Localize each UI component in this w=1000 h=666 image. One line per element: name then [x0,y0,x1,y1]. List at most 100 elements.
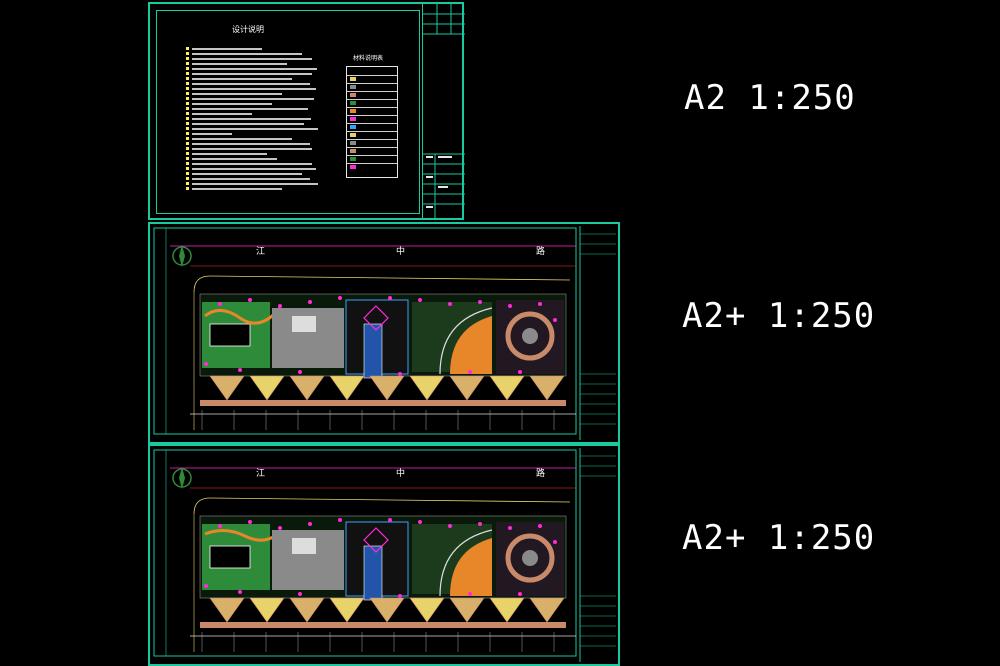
note-bullet [186,127,189,130]
tree-symbol [308,300,312,304]
diamond-feature [363,305,389,331]
note-line [192,158,277,160]
note-bullet [186,67,189,70]
note-bullet [186,142,189,145]
note-line [192,168,316,170]
legend-swatch [350,149,356,153]
note-line [192,128,318,130]
legend-row-line [347,99,397,100]
planting-bed [489,375,525,401]
road-label-char-1: 江 [256,247,266,257]
roundabout-center [522,328,538,344]
note-bullet [186,147,189,150]
note-bullet [186,177,189,180]
note-bullet [186,87,189,90]
legend-row-line [347,131,397,132]
drawing-sheet-plan-1[interactable]: 江 中 路 [148,222,620,444]
note-bullet [186,57,189,60]
site-boundary-curve [193,497,571,515]
legend-row-line [347,83,397,84]
fan-plaza [450,538,492,596]
note-bullet [186,137,189,140]
note-bullet [186,92,189,95]
planting-bed [449,375,485,401]
diamond-feature [363,527,389,553]
legend-row-line [347,75,397,76]
note-line [192,143,310,145]
road-label-char-2: 中 [396,469,406,479]
site-plan-drawing [153,448,616,662]
note-bullet [186,47,189,50]
garden-pool [209,323,251,347]
note-bullet [186,152,189,155]
planting-bed [209,375,245,401]
drawing-sheet-notes[interactable]: 设计说明 材料说明表 [148,2,465,220]
tree-symbol [508,304,512,308]
tree-symbol [538,524,542,528]
tree-symbol [238,368,242,372]
note-line [192,118,311,120]
tree-symbol [298,592,302,596]
sheet-1-scale-label: A2 1:250 [684,78,856,118]
legend-swatch [350,157,356,161]
tree-symbol [238,590,242,594]
note-bullet [186,52,189,55]
tree-symbol [448,302,452,306]
note-bullet [186,167,189,170]
sheet-2-scale-label: A2+ 1:250 [682,296,876,336]
tree-symbol [278,526,282,530]
note-line [192,153,267,155]
note-line [192,173,302,175]
legend-swatch [350,125,356,129]
garden-pool [209,545,251,569]
note-line [192,58,312,60]
note-bullet [186,62,189,65]
note-bullet [186,157,189,160]
inner-border [153,449,577,657]
note-bullet [186,162,189,165]
road-label-char-3: 路 [536,469,546,479]
tree-symbol [338,296,342,300]
note-bullet [186,132,189,135]
legend-swatch [350,77,356,81]
tree-symbol [388,518,392,522]
title-block [422,4,465,218]
note-bullet [186,112,189,115]
planting-bed [289,375,325,401]
title-block-grid [423,4,465,218]
tree-symbol [478,300,482,304]
legend-swatch [350,141,356,145]
sidewalk-band [200,622,566,628]
legend-swatch [350,93,356,97]
road-label-char-1: 江 [256,469,266,479]
tree-symbol [418,298,422,302]
note-bullet [186,117,189,120]
roundabout-ring [505,533,555,583]
note-line [192,178,310,180]
drawing-sheet-plan-2[interactable]: 江 中 路 [148,444,620,666]
planting-bed [489,597,525,623]
tree-symbol [553,540,557,544]
note-line [192,78,292,80]
legend-row-line [347,147,397,148]
planting-bed [249,375,285,401]
planting-bed [409,375,445,401]
sidewalk-band [200,400,566,406]
planting-bed [529,597,565,623]
roundabout-center [522,550,538,566]
note-line [192,48,262,50]
note-bullet [186,172,189,175]
planting-bed [409,597,445,623]
water-channel [363,323,383,379]
note-line [192,103,272,105]
planting-bed [369,375,405,401]
planting-bed [209,597,245,623]
note-line [192,98,314,100]
note-bullet [186,97,189,100]
tree-symbol [468,592,472,596]
tree-symbol [308,522,312,526]
tree-symbol [478,522,482,526]
note-line [192,83,310,85]
winding-path [204,529,282,542]
note-line [192,133,232,135]
